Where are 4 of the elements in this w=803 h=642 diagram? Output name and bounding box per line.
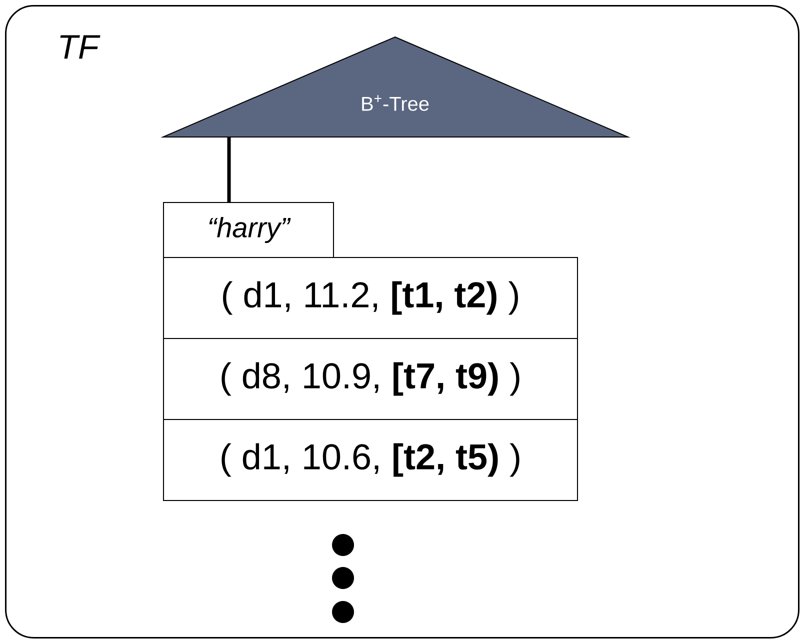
posting-row: ( d1, 10.6, [t2, t5) ) bbox=[163, 419, 578, 501]
connector-line bbox=[227, 137, 231, 202]
key-box: “harry” bbox=[163, 202, 334, 258]
posting-row: ( d8, 10.9, [t7, t9) ) bbox=[163, 338, 578, 420]
